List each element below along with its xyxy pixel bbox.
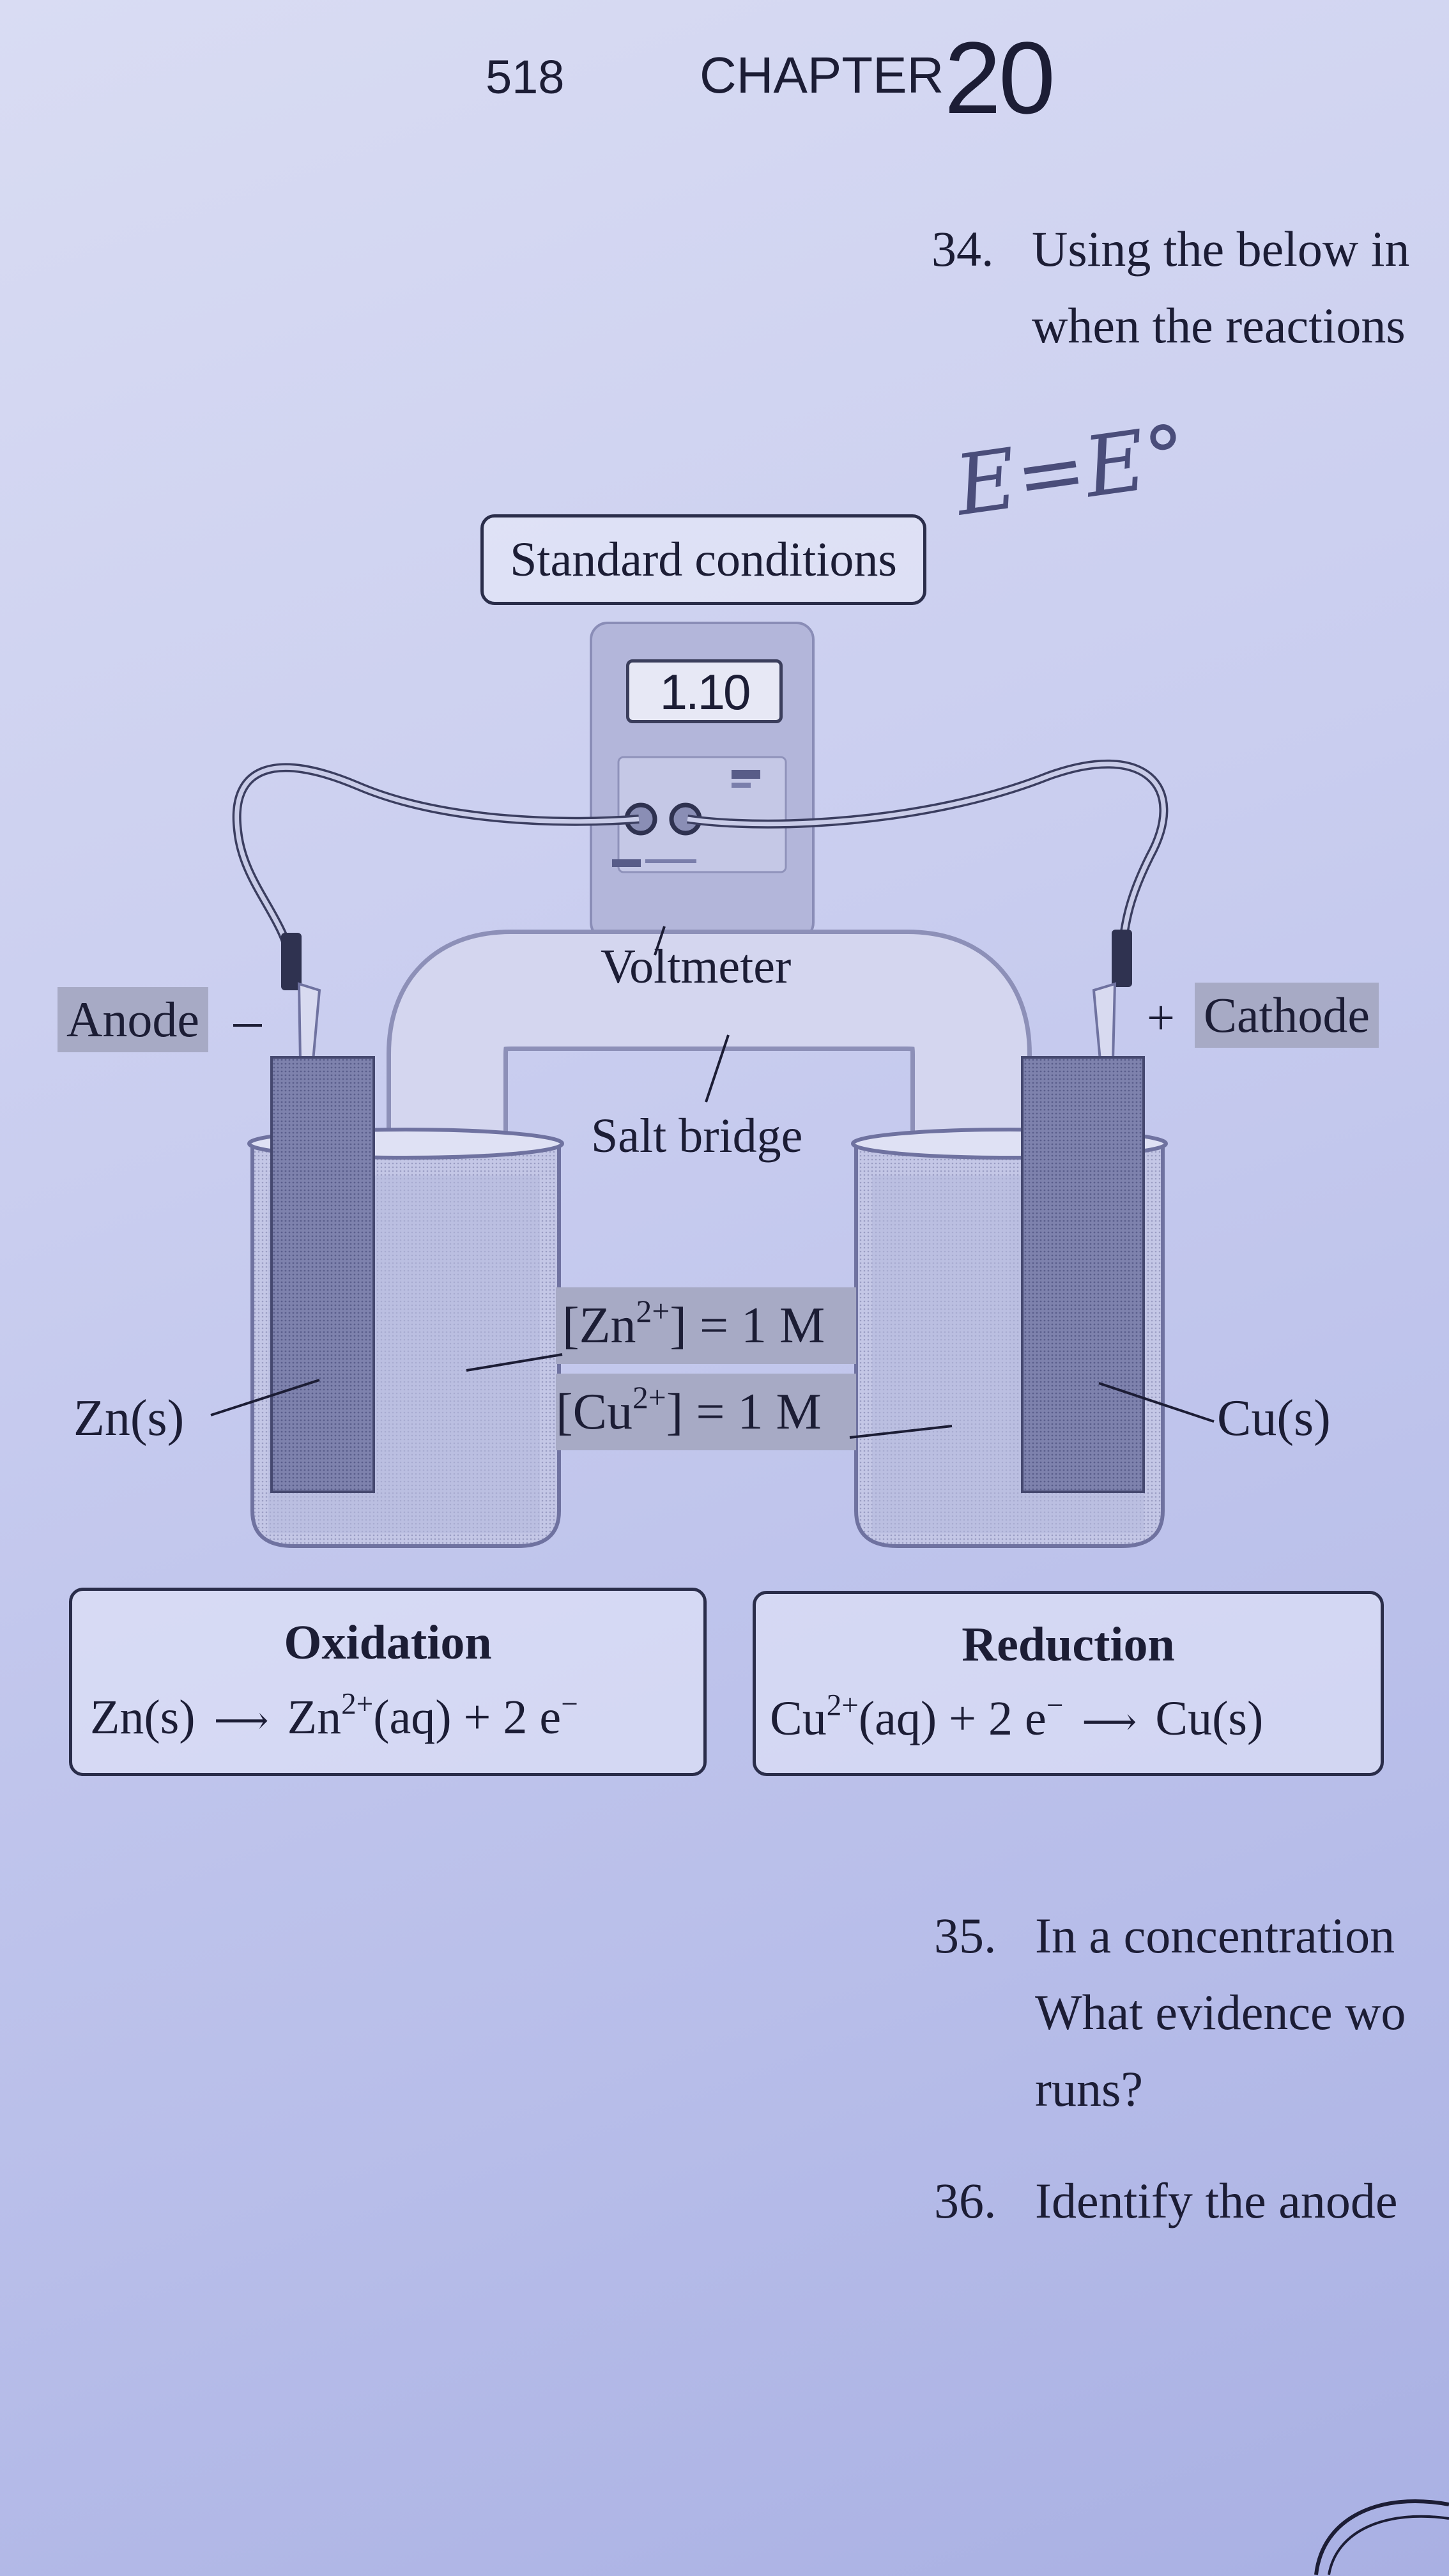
zn-conc-prefix: [Zn (562, 1298, 636, 1354)
binder-ring-icon (1314, 2499, 1449, 2575)
reduction-reactant-species: Cu (770, 1692, 827, 1745)
reduction-product: Cu(s) (1155, 1692, 1264, 1745)
chapter-number: 20 (944, 20, 1055, 135)
page-number: 518 (486, 50, 565, 103)
question-36-number: 36. (934, 2173, 997, 2228)
question-34-line2: when the reactions (1032, 298, 1406, 353)
oxidation-equation: Zn(s) ⟶ Zn2+(aq) + 2 e− (90, 1687, 578, 1745)
oxidation-product-charge: 2+ (341, 1687, 374, 1721)
zn-conc-suffix: ] = 1 M (670, 1298, 825, 1354)
cathode-label: Cathode (1195, 983, 1379, 1048)
question-36-line1: Identify the anode (1035, 2173, 1398, 2228)
reaction-arrow-icon: ⟶ (213, 1698, 269, 1743)
zinc-electrode (270, 1056, 375, 1493)
standard-conditions-label: Standard conditions (510, 532, 897, 586)
zinc-concentration: [Zn2+] = 1 M (562, 1293, 825, 1355)
oxidation-electron-charge: − (561, 1687, 578, 1721)
question-34-line1: Using the below in (1032, 221, 1410, 277)
oxidation-product-rest: (aq) + 2 e (373, 1690, 562, 1744)
voltmeter-readout: 1.10 (626, 659, 783, 723)
reduction-equation: Cu2+(aq) + 2 e− ⟶ Cu(s) (770, 1689, 1264, 1747)
reduction-electron-charge: − (1046, 1689, 1064, 1722)
salt-bridge-label: Salt bridge (591, 1109, 803, 1163)
copper-concentration: [Cu2+] = 1 M (556, 1379, 822, 1441)
zinc-electrode-label: Zn(s) (73, 1390, 185, 1446)
cu-conc-prefix: [Cu (556, 1384, 632, 1440)
chapter-label: CHAPTER (700, 47, 944, 103)
question-34-number: 34. (931, 221, 994, 277)
oxidation-title: Oxidation (284, 1616, 492, 1669)
cathode-sign: + (1147, 990, 1175, 1045)
voltmeter-label: Voltmeter (601, 940, 792, 993)
question-35-line2: What evidence wo (1035, 1984, 1406, 2040)
question-35-number: 35. (934, 1908, 997, 1963)
oxidation-reactant: Zn(s) (90, 1690, 195, 1744)
oxidation-product-species: Zn (287, 1690, 342, 1744)
cu-conc-suffix: ] = 1 M (666, 1384, 822, 1440)
reduction-title: Reduction (962, 1618, 1175, 1671)
copper-electrode-label: Cu(s) (1217, 1390, 1331, 1446)
copper-electrode (1021, 1056, 1145, 1493)
anode-label: Anode (57, 987, 208, 1052)
cu-conc-charge: 2+ (632, 1379, 666, 1415)
oxidation-box: Oxidation Zn(s) ⟶ Zn2+(aq) + 2 e− (69, 1588, 707, 1776)
reduction-reactant-rest: (aq) + 2 e (858, 1692, 1046, 1745)
zn-conc-charge: 2+ (636, 1293, 670, 1329)
question-35-line3: runs? (1035, 2061, 1143, 2117)
standard-conditions-box: Standard conditions (480, 514, 926, 605)
galvanic-cell-diagram (210, 622, 1215, 1548)
reduction-box: Reduction Cu2+(aq) + 2 e− ⟶ Cu(s) (753, 1591, 1384, 1776)
reduction-reactant-charge: 2+ (826, 1689, 859, 1722)
question-35-line1: In a concentration (1035, 1908, 1395, 1963)
reaction-arrow-icon: ⟶ (1082, 1699, 1137, 1744)
